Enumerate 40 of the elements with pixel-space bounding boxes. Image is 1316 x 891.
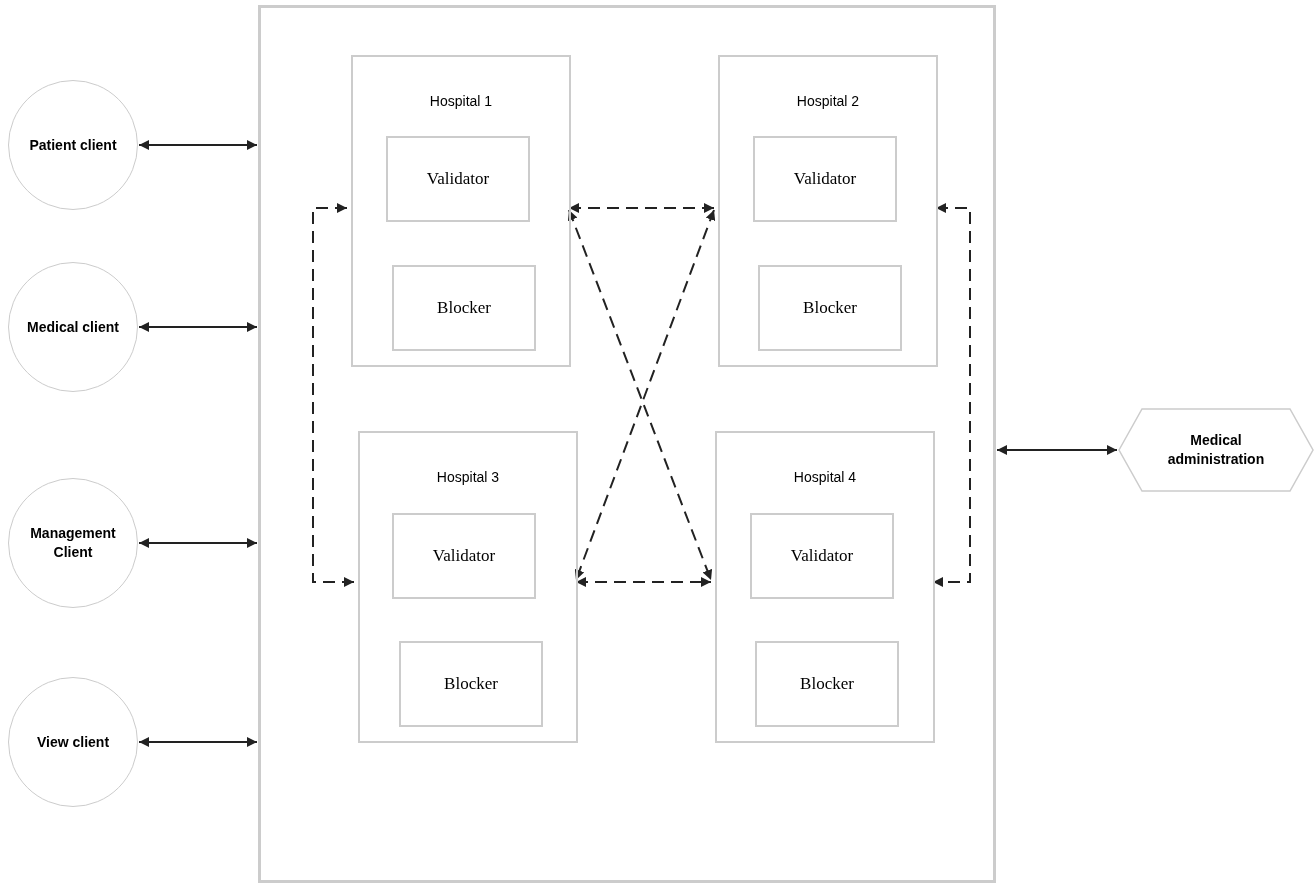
double-arrow	[138, 322, 258, 332]
blocker-box	[392, 265, 536, 351]
component-label: Validator	[426, 169, 490, 189]
hospital-title: Hospital 1	[429, 93, 493, 109]
blocker-box	[755, 641, 899, 727]
component-label: Validator	[790, 546, 854, 566]
dashed-double-arrow	[932, 203, 971, 587]
client-label: Management Client	[29, 524, 117, 562]
hospital-box	[718, 55, 938, 367]
blocker-box	[399, 641, 543, 727]
validator-box	[386, 136, 530, 222]
double-arrow	[138, 140, 258, 150]
component-label: Blocker	[444, 674, 498, 694]
validator-box	[750, 513, 894, 599]
system-boundary-box	[258, 5, 996, 883]
administration-label: Medical administration	[1166, 431, 1266, 469]
blocker-box	[758, 265, 902, 351]
component-label: Blocker	[803, 298, 857, 318]
dashed-double-arrow	[312, 203, 355, 587]
client-label: Medical client	[26, 317, 120, 337]
validator-box	[392, 513, 536, 599]
client-label: Patient client	[28, 135, 118, 155]
client-label: View client	[35, 732, 111, 752]
component-label: Validator	[432, 546, 496, 566]
component-label: Blocker	[437, 298, 491, 318]
hospital-title: Hospital 4	[793, 469, 857, 485]
dashed-double-arrow	[568, 203, 715, 213]
hexagon-shape	[1118, 408, 1314, 492]
hospital-box	[351, 55, 571, 367]
hospital-box	[715, 431, 935, 743]
dashed-double-arrow	[575, 577, 712, 587]
hospital-box	[358, 431, 578, 743]
double-arrow	[138, 737, 258, 747]
hospital-title: Hospital 2	[796, 93, 860, 109]
component-label: Blocker	[800, 674, 854, 694]
double-arrow	[996, 445, 1118, 455]
component-label: Validator	[793, 169, 857, 189]
validator-box	[753, 136, 897, 222]
hospital-title: Hospital 3	[436, 469, 500, 485]
double-arrow	[138, 538, 258, 548]
